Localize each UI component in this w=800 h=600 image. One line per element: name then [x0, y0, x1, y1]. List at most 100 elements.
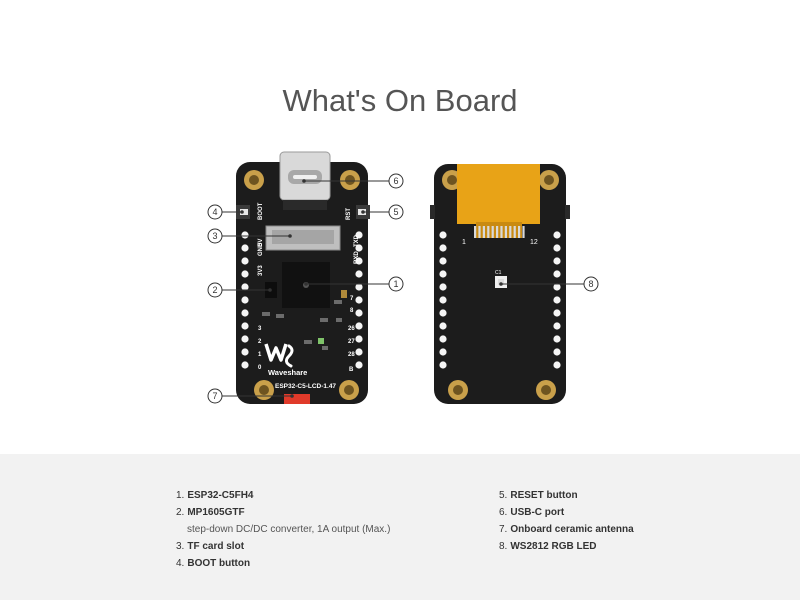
legend-item: 3.TF card slot [176, 538, 390, 555]
pin-pad [355, 231, 363, 239]
board-front: 5V 3V3 GND TXD RXD BOOT RST 3 2 1 0 26 2… [236, 151, 370, 404]
legend-item-name: BOOT button [187, 558, 251, 569]
callout-7: 7 [207, 388, 223, 404]
tf-card-slot [265, 225, 341, 251]
legend-item-name: ESP32-C5FH4 [187, 490, 254, 501]
pin-pad [355, 296, 363, 304]
pin-label-boot: BOOT [258, 202, 264, 220]
pin-label-txd: TXD [354, 234, 360, 247]
pin-pad [553, 283, 561, 291]
legend-item-description: step-down DC/DC converter, 1A output (Ma… [187, 524, 391, 535]
fpc-pin [478, 226, 481, 238]
callout-7-label: 7 [212, 391, 217, 401]
fpc-pin [513, 226, 516, 238]
pin-pad [241, 348, 249, 356]
fpc-pin [509, 226, 512, 238]
mounting-holes-front [244, 170, 360, 400]
ws2812-led [495, 276, 507, 288]
pin-pad [241, 296, 249, 304]
callout-3: 3 [207, 228, 223, 244]
fpc-pin [518, 226, 521, 238]
legend-item-number: 8. [499, 541, 508, 552]
callout-1-label: 1 [393, 279, 398, 289]
legend-item: 5.RESET button [499, 487, 634, 504]
fpc-ribbon [457, 164, 540, 238]
fpc-pin [500, 226, 503, 238]
pin-pad [553, 296, 561, 304]
pin-pad [241, 309, 249, 317]
pin-pad [439, 257, 447, 265]
brand-name: Waveshare [268, 368, 307, 377]
side-button-right [565, 205, 570, 219]
pin-labels-front: 5V 3V3 GND TXD RXD BOOT RST 3 2 1 0 26 2… [258, 202, 360, 373]
pin-pad [439, 309, 447, 317]
pin-pad [553, 361, 561, 369]
pin-pad [355, 348, 363, 356]
callout-4-label: 4 [212, 207, 217, 217]
callout-6-label: 6 [393, 176, 398, 186]
pin-pad [241, 257, 249, 265]
pin-pad [355, 257, 363, 265]
pin-pads-back [439, 231, 561, 369]
pin-pad [241, 231, 249, 239]
pin-label-5v: 5V [258, 239, 264, 246]
legend-item-name: USB-C port [510, 507, 565, 518]
page-title: What's On Board [282, 82, 518, 118]
pin-number-left-3: 0 [258, 365, 262, 371]
legend-item: 4.BOOT button [176, 555, 390, 572]
legend-item-number: 2. [176, 507, 185, 518]
fpc-pin [496, 226, 499, 238]
callout-8: 8 [583, 276, 599, 292]
legend-item: 7.Onboard ceramic antenna [499, 521, 634, 538]
legend-item-number: 6. [499, 507, 508, 518]
fpc-pin [482, 226, 485, 238]
pin-number-right-2: 28 [348, 352, 355, 358]
pin-pad [439, 335, 447, 343]
legend-column-right: 5.RESET button 6.USB-C port 7.Onboard ce… [499, 487, 634, 555]
pin-label-3v3: 3V3 [258, 265, 264, 276]
pin-pad [553, 322, 561, 330]
pin-pad [439, 244, 447, 252]
pin-number-right-3: 7 [350, 296, 354, 302]
legend-item-name: TF card slot [187, 541, 245, 552]
pin-pad [553, 270, 561, 278]
pin-pad [553, 335, 561, 343]
callout-6: 6 [388, 173, 404, 189]
fpc-pin-12-label: 12 [530, 239, 538, 246]
pin-pad [439, 322, 447, 330]
legend-item: 8.WS2812 RGB LED [499, 538, 634, 555]
waveshare-logo [264, 343, 294, 368]
mounting-holes-back [442, 170, 559, 400]
legend-item-name: MP1605GTF [187, 507, 245, 518]
usb-c-port [279, 151, 331, 210]
pin-pad [355, 322, 363, 330]
pin-pad [355, 309, 363, 317]
legend-item-name: RESET button [510, 490, 578, 501]
pin-pad [241, 322, 249, 330]
callout-bubbles: 1 2 3 4 5 6 7 8 [207, 173, 599, 404]
callout-5: 5 [388, 204, 404, 220]
pin-number-left-2: 1 [258, 352, 262, 358]
callout-3-label: 3 [212, 231, 217, 241]
side-button-left [430, 205, 435, 219]
pin-pad [241, 335, 249, 343]
legend-item-number: 5. [499, 490, 508, 501]
callout-2-label: 2 [212, 285, 217, 295]
pin-pad [241, 283, 249, 291]
pin-pad [241, 270, 249, 278]
legend-item-name: WS2812 RGB LED [510, 541, 597, 552]
pin-pad [553, 257, 561, 265]
smd-components [262, 290, 347, 350]
pin-pad [355, 244, 363, 252]
fpc-connector-pins [474, 226, 525, 238]
legend-item-name: Onboard ceramic antenna [510, 524, 634, 535]
pin-pad [355, 335, 363, 343]
pin-pad [439, 283, 447, 291]
fpc-pin [522, 226, 525, 238]
pin-pad [439, 348, 447, 356]
pin-number-right-4: 8 [350, 308, 354, 314]
fpc-pin [487, 226, 490, 238]
pin-number-right-0: 26 [348, 326, 355, 332]
pin-pad [553, 244, 561, 252]
